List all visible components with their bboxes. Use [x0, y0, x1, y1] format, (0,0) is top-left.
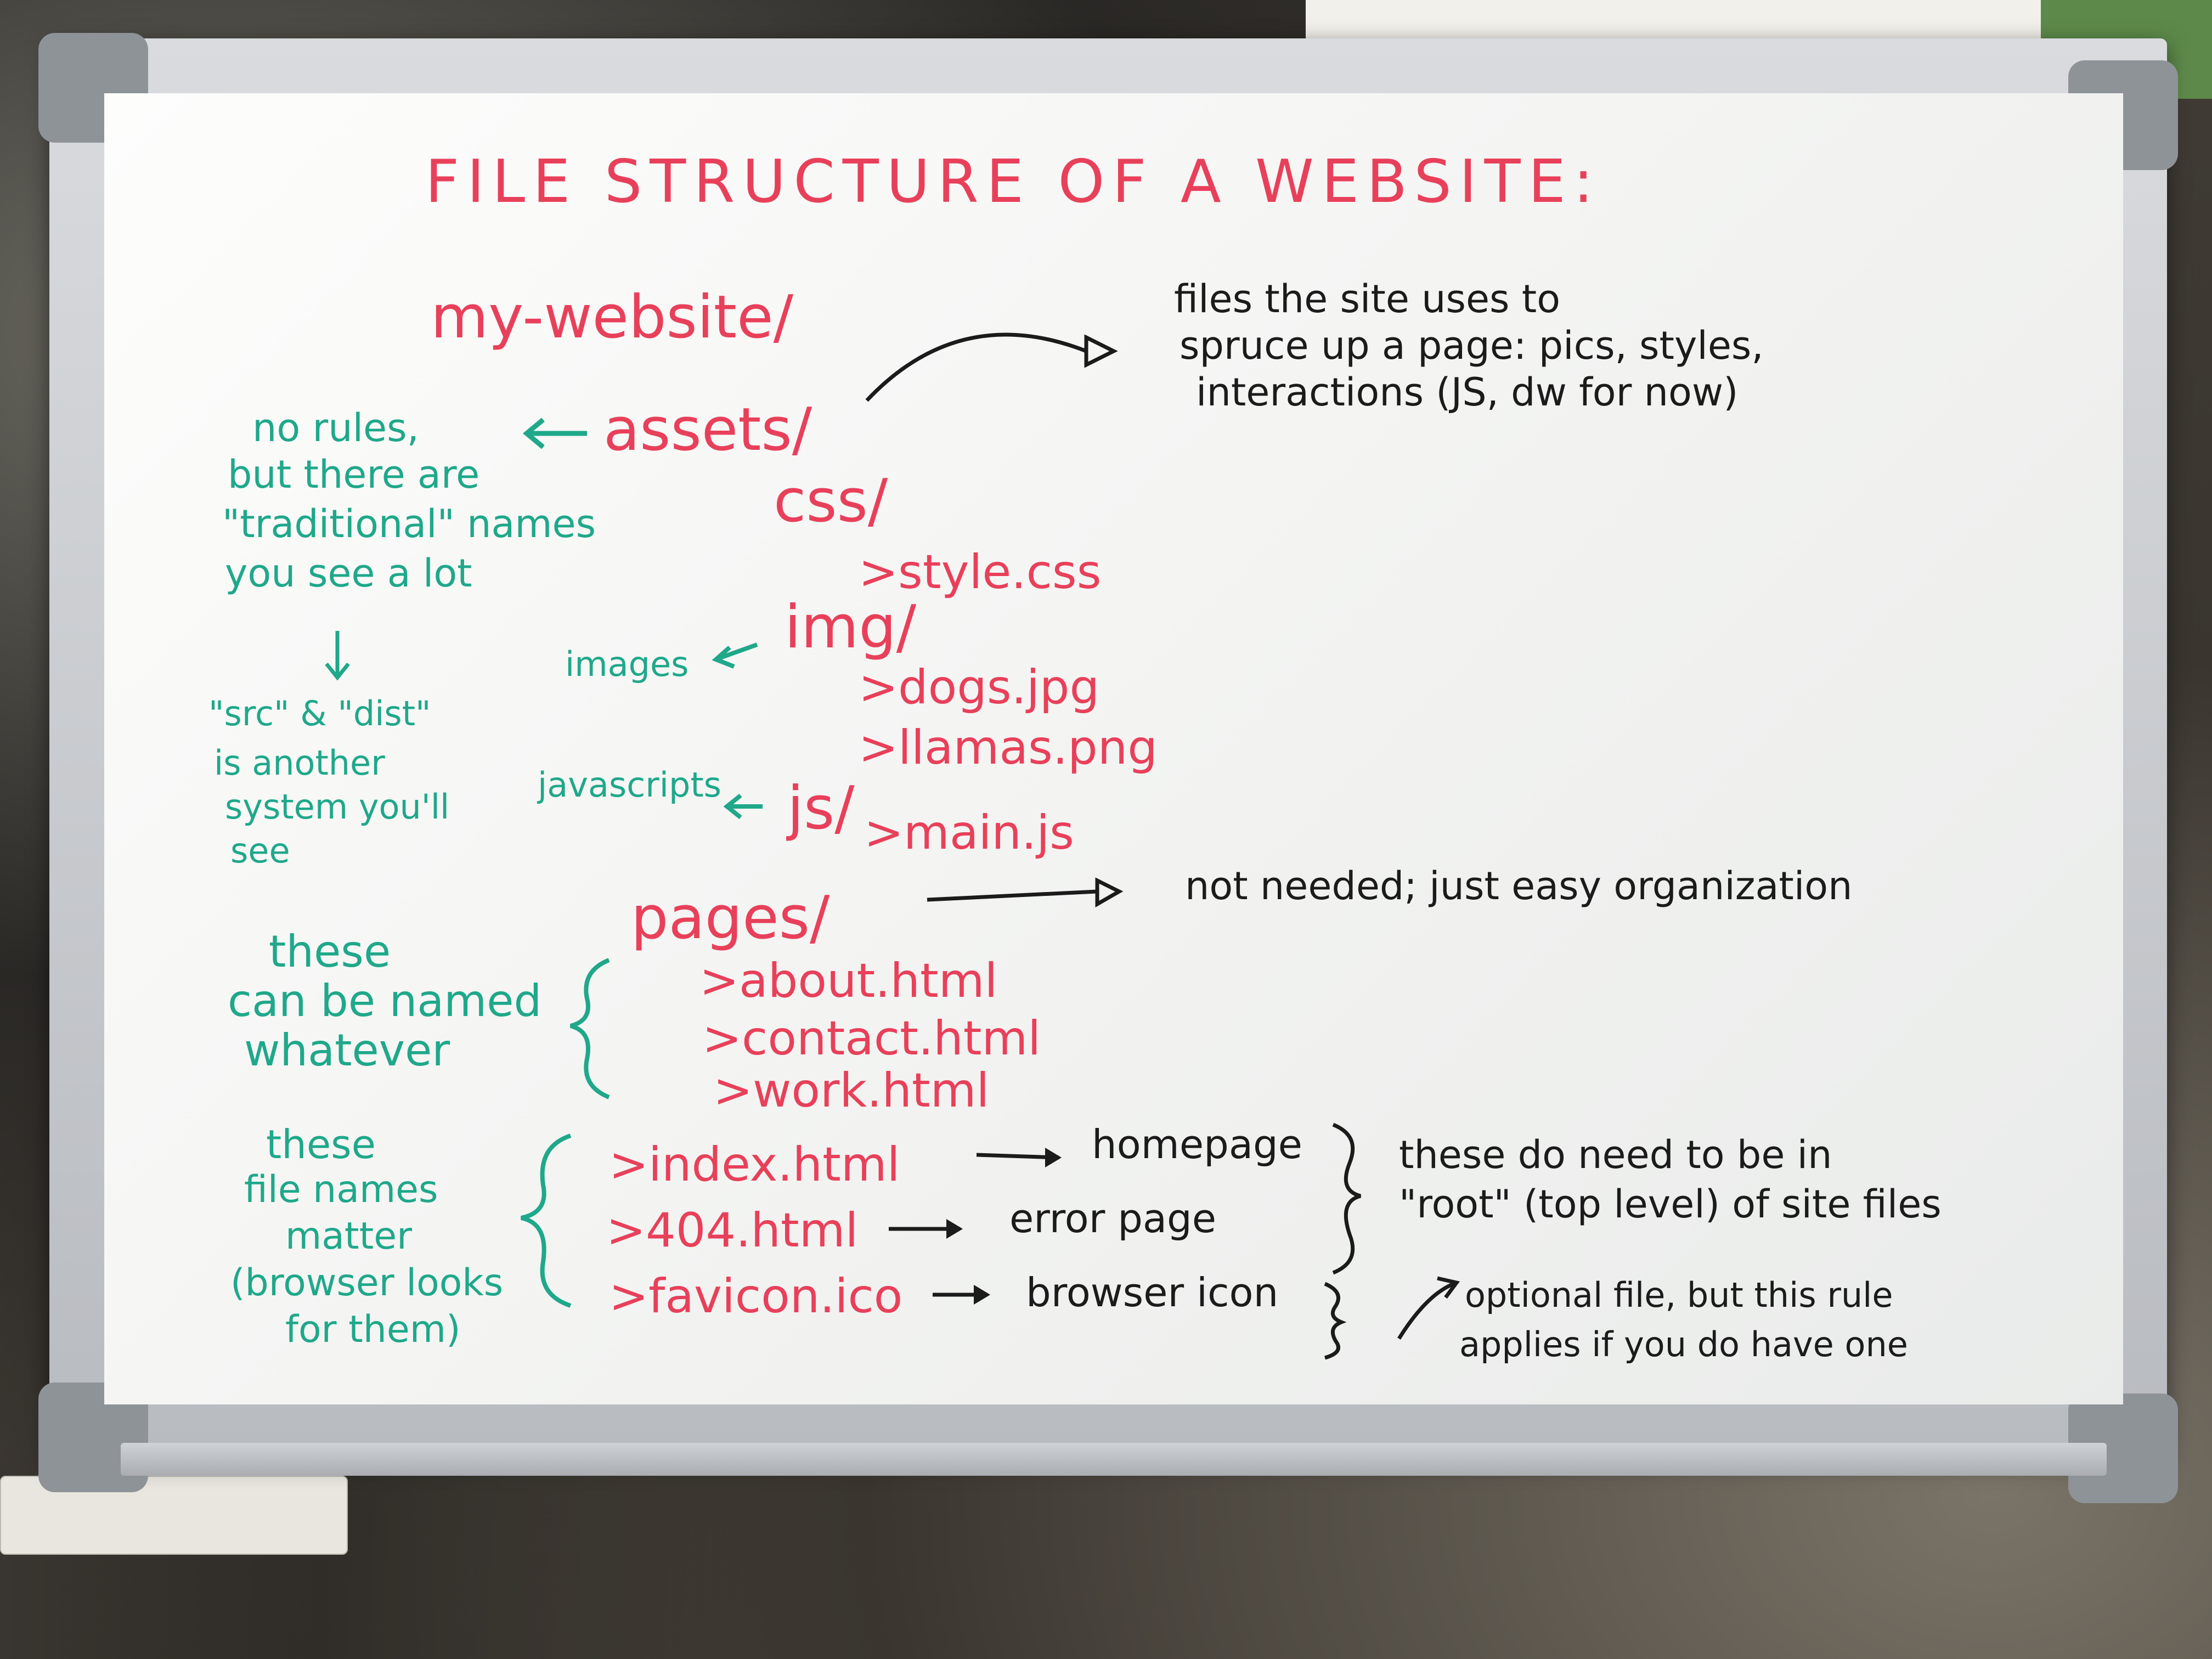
- arrow-head-assets: [1084, 334, 1118, 368]
- note-rules-line1: no rules,: [252, 405, 419, 450]
- dir-img: img/: [785, 593, 917, 662]
- file-dogs-jpg: >dogs.jpg: [859, 660, 1100, 715]
- brace-root-files-green: [521, 1133, 572, 1308]
- file-main-js: >main.js: [864, 805, 1074, 860]
- note-src-line2: is another: [214, 743, 385, 783]
- note-assets-line1: files the site uses to: [1174, 276, 1561, 321]
- note-matter-line2: file names: [244, 1168, 438, 1211]
- arrow-optional-note: [1397, 1282, 1455, 1340]
- note-images: images: [565, 644, 689, 684]
- note-named-line1: these: [269, 926, 391, 977]
- note-error-page: error page: [1009, 1195, 1217, 1242]
- note-src-line1: "src" & "dist": [208, 693, 431, 733]
- dir-my-website: my-website/: [431, 283, 793, 352]
- file-404-html: >404.html: [606, 1203, 859, 1258]
- note-pages: not needed; just easy organization: [1185, 864, 1853, 909]
- file-contact-html: >contact.html: [702, 1011, 1041, 1066]
- note-matter-line5: for them): [285, 1308, 461, 1351]
- brace-root-files: [1332, 1122, 1362, 1275]
- dir-assets: assets/: [603, 396, 812, 464]
- note-matter-line1: these: [266, 1121, 376, 1167]
- file-work-html: >work.html: [713, 1063, 990, 1118]
- marker-tray: [121, 1443, 2107, 1476]
- note-rules-line4: you see a lot: [225, 551, 472, 596]
- note-javascripts: javascripts: [538, 765, 721, 805]
- dir-css: css/: [774, 467, 888, 535]
- note-assets-line3: interactions (JS, dw for now): [1196, 370, 1739, 415]
- note-rules-line3: "traditional" names: [222, 501, 596, 546]
- arrow-img-to-images: [718, 642, 758, 661]
- board-title: FILE STRUCTURE OF A WEBSITE:: [425, 148, 1601, 216]
- note-rules-line2: but there are: [228, 452, 480, 497]
- file-index-html: >index.html: [609, 1137, 900, 1192]
- note-browser-icon: browser icon: [1026, 1269, 1279, 1316]
- note-homepage: homepage: [1092, 1121, 1302, 1167]
- arrow-assets-to-note: [865, 332, 1087, 402]
- file-llamas-png: >llamas.png: [859, 720, 1158, 775]
- note-root-line2: "root" (top level) of site files: [1399, 1182, 1942, 1227]
- note-src-line3: system you'll: [225, 787, 450, 827]
- note-named-line2: can be named: [228, 975, 542, 1026]
- file-favicon-ico: >favicon.ico: [609, 1269, 903, 1324]
- dir-js: js/: [787, 774, 855, 843]
- arrow-pages-to-note: [927, 889, 1098, 902]
- note-src-line4: see: [230, 831, 290, 871]
- brace-pages: [569, 958, 610, 1099]
- note-optional-line1: optional file, but this rule: [1465, 1275, 1893, 1315]
- brace-favicon: [1324, 1282, 1347, 1360]
- note-assets-line2: spruce up a page: pics, styles,: [1180, 323, 1764, 368]
- file-about-html: >about.html: [699, 953, 998, 1008]
- whiteboard: FILE STRUCTURE OF A WEBSITE: my-website/…: [104, 93, 2123, 1404]
- note-named-line3: whatever: [244, 1025, 450, 1076]
- dir-pages: pages/: [631, 884, 830, 952]
- note-matter-line3: matter: [285, 1215, 413, 1258]
- note-optional-line2: applies if you do have one: [1459, 1324, 1908, 1364]
- note-matter-line4: (browser looks: [230, 1261, 504, 1305]
- file-style-css: >style.css: [859, 545, 1102, 600]
- note-root-line1: these do need to be in: [1399, 1132, 1832, 1177]
- hand-drawn-strokes: [325, 332, 1460, 1360]
